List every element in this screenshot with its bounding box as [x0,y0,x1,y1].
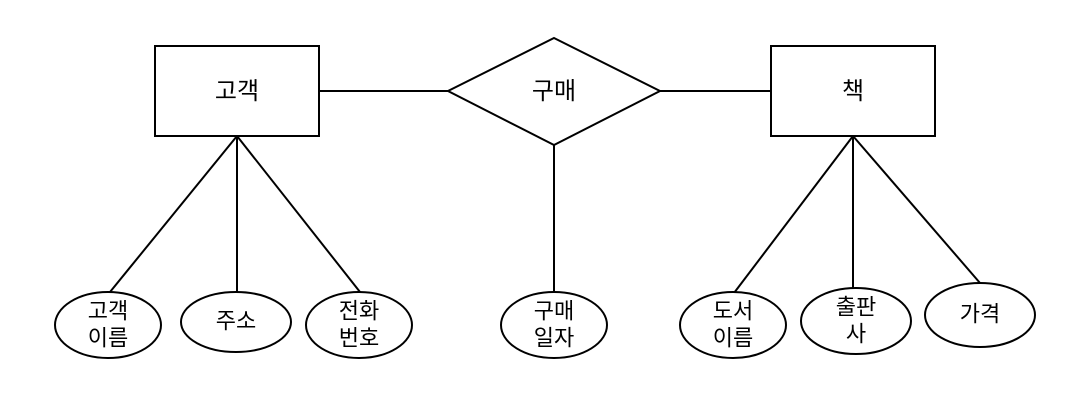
entity-customer-label: 고객 [215,77,259,105]
attribute-publisher-line-2: 사 [846,323,866,348]
attribute-book-title-line-2: 이름 [713,327,753,352]
entity-customer: 고객 [154,45,320,137]
entity-book: 책 [770,45,936,137]
attribute-address: 주소 [180,291,292,353]
attribute-customer-name-line-2: 이름 [88,327,128,352]
attribute-book-title: 도서 이름 [679,291,787,359]
attribute-purchase-date-line-2: 일자 [534,327,574,352]
entity-book-label: 책 [842,77,864,105]
attribute-price-ellipse [924,282,1036,348]
attribute-customer-name-ellipse [54,291,162,359]
attribute-customer-name: 고객 이름 [54,291,162,359]
attribute-address-line-1: 주소 [216,310,256,335]
entity-book-box [770,45,936,137]
attribute-publisher-ellipse [800,287,912,355]
relationship-purchase-label: 구매 [532,77,576,105]
attribute-address-ellipse [180,291,292,353]
attribute-price-line-1: 가격 [960,303,1000,328]
attribute-purchase-date: 구매 일자 [500,291,608,359]
relationship-purchase-diamond [445,36,663,147]
attribute-phone: 전화 번호 [305,291,413,359]
attribute-book-title-ellipse [679,291,787,359]
edge-book-book-title [733,135,854,294]
attribute-publisher: 출판 사 [800,287,912,355]
attribute-price: 가격 [924,282,1036,348]
attribute-customer-name-line-1: 고객 [88,300,128,325]
attribute-phone-line-1: 전화 [339,300,379,325]
relationship-purchase: 구매 [445,36,663,147]
edge-customer-phone [236,135,361,293]
attribute-phone-ellipse [305,291,413,359]
attribute-publisher-line-1: 출판 [836,296,876,321]
entity-customer-box [154,45,320,137]
attribute-book-title-line-1: 도서 [713,300,753,325]
attribute-phone-line-2: 번호 [339,327,379,352]
edge-customer-customer-name [109,135,238,293]
edge-book-price [852,135,981,284]
attribute-purchase-date-ellipse [500,291,608,359]
edges [109,90,981,296]
attribute-purchase-date-line-1: 구매 [534,300,574,325]
